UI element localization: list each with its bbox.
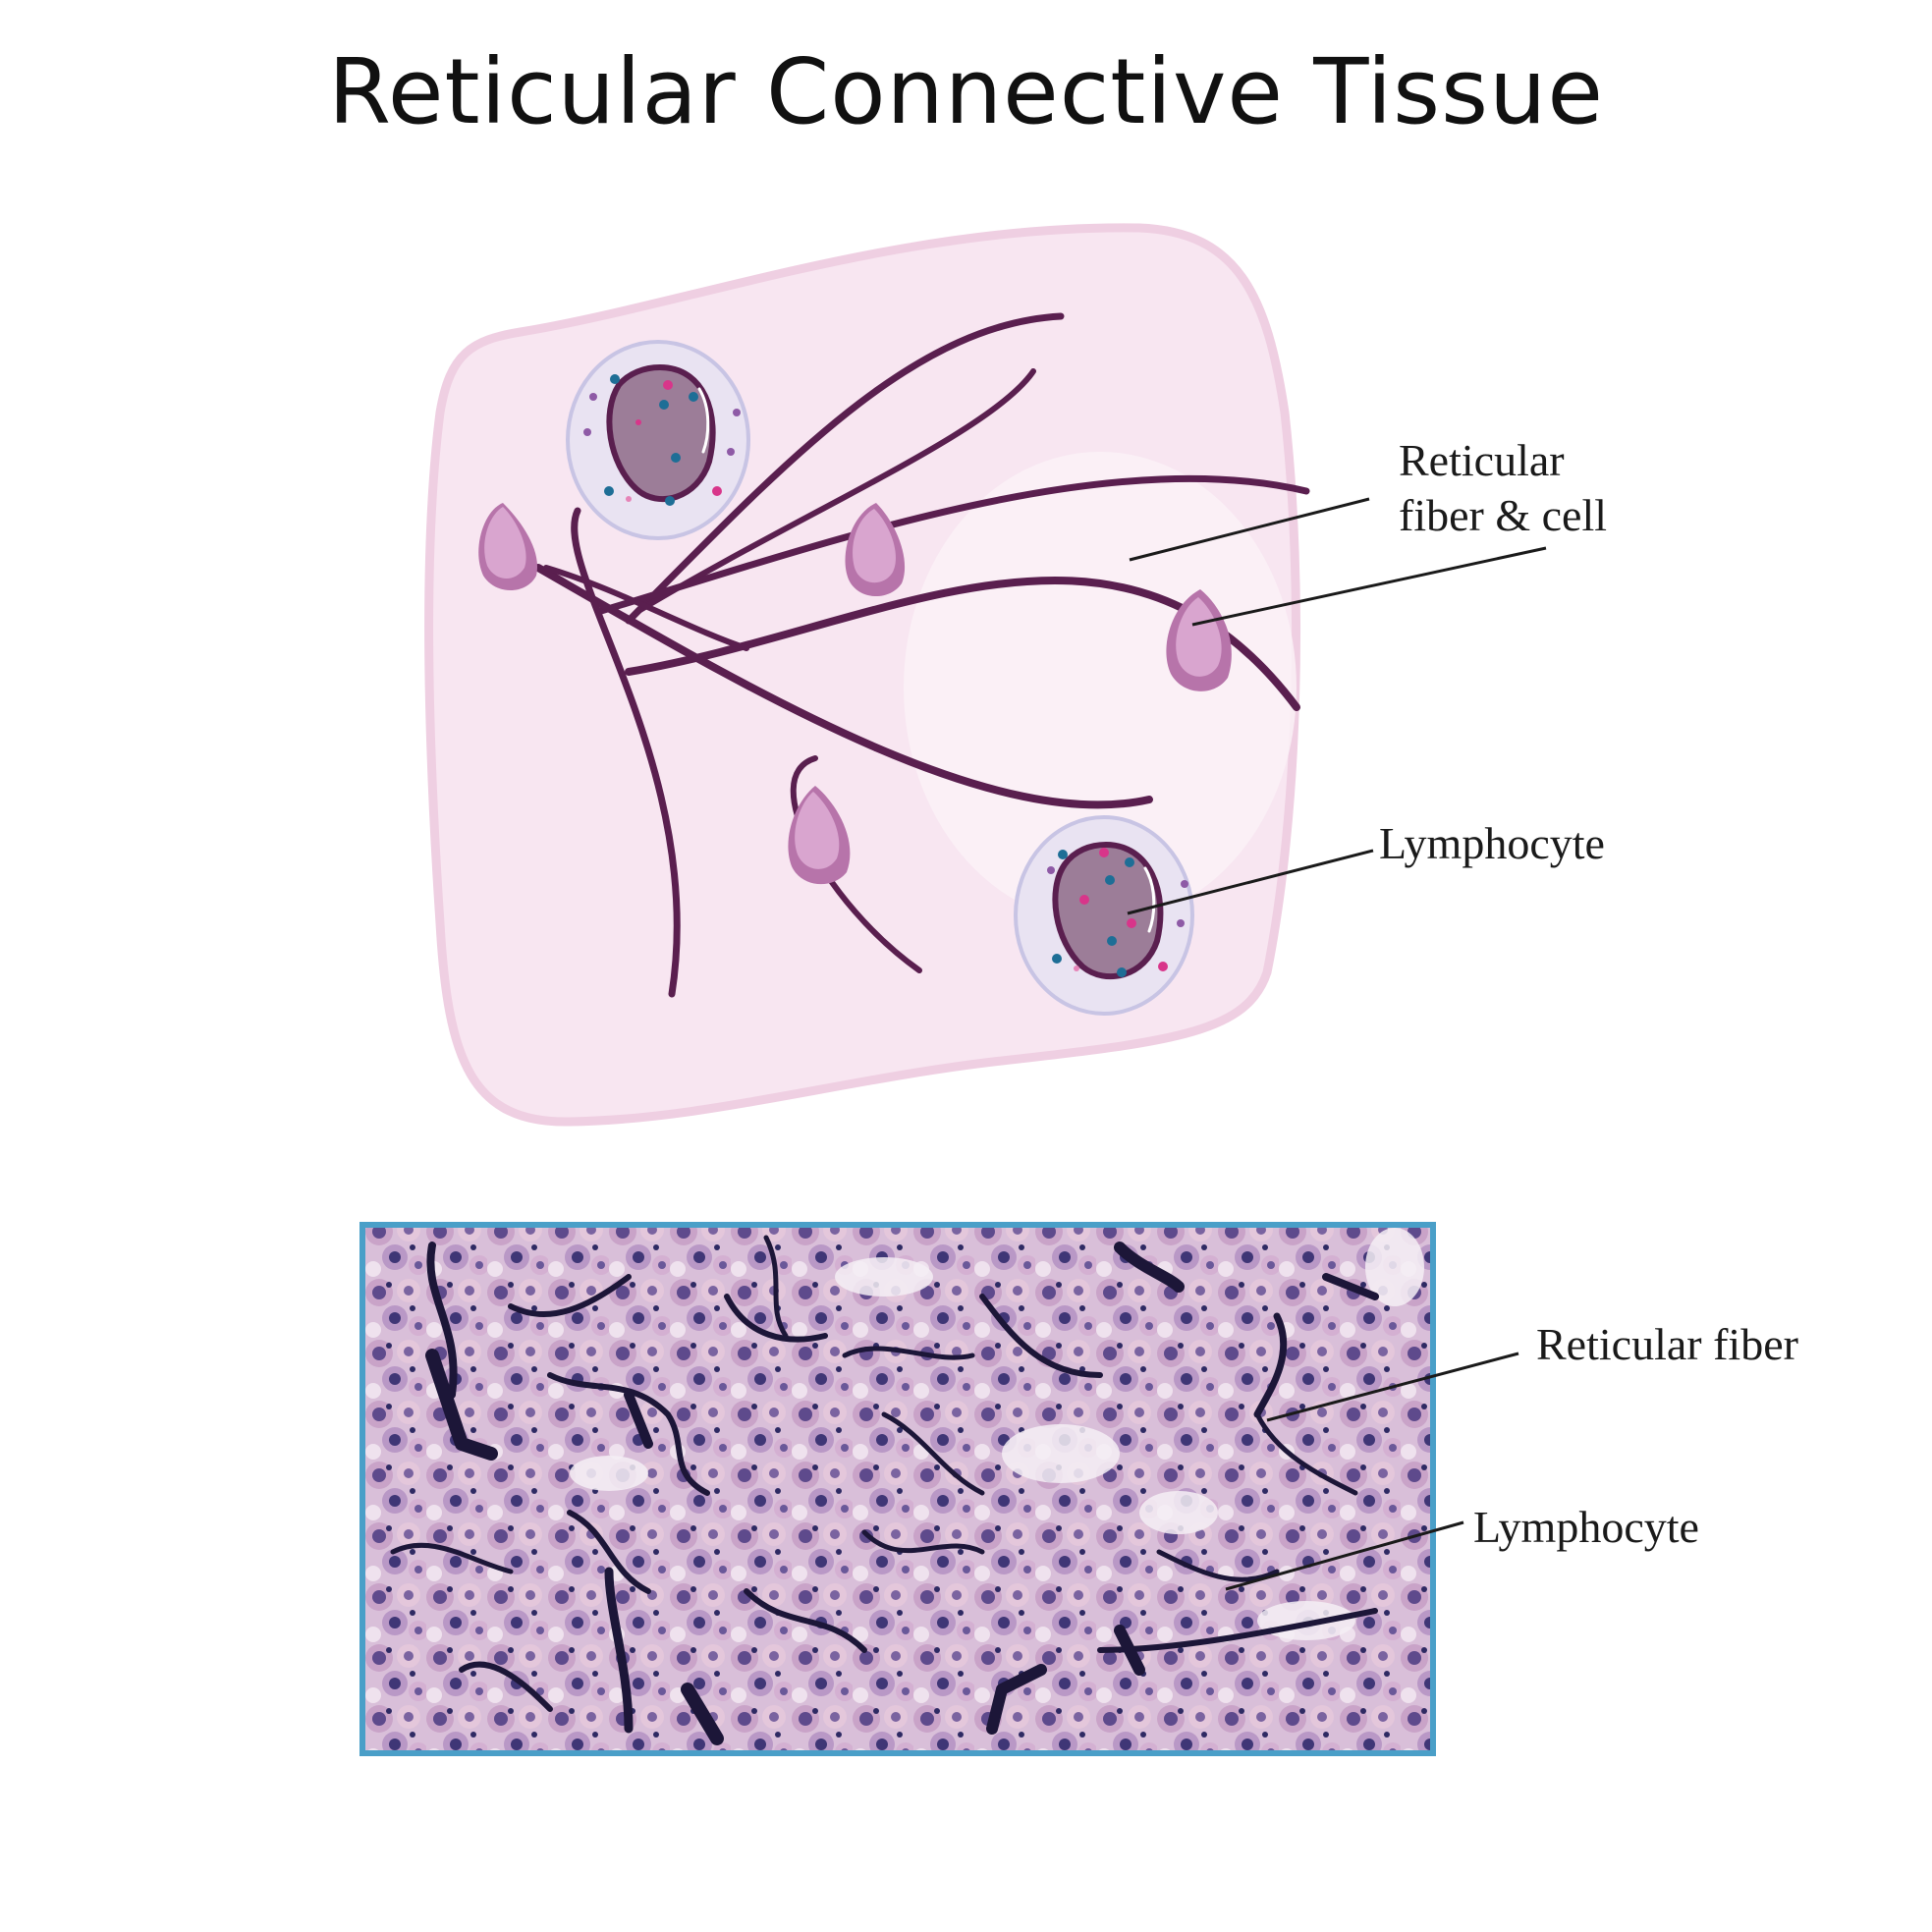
- reticular-fiber: [625, 312, 1065, 625]
- label-lymphocyte-diagram: Lymphocyte: [1379, 818, 1605, 868]
- reticular-cell: [845, 503, 906, 597]
- label-reticular-fiber: Reticular fiber: [1536, 1319, 1798, 1369]
- reticular-fiber: [597, 474, 1310, 615]
- matrix-highlight: [904, 452, 1297, 923]
- reticular-fiber: [543, 565, 749, 651]
- label-reticular-fiber-cell-line2: fiber & cell: [1399, 490, 1607, 540]
- leader-line-micro-lymphocyte: [1225, 1520, 1464, 1591]
- reticular-fiber: [635, 368, 1036, 614]
- label-reticular-fiber-cell: Reticular fiber & cell: [1399, 435, 1607, 540]
- label-lymphocyte-micrograph: Lymphocyte: [1473, 1502, 1699, 1552]
- micrograph-border: [359, 1222, 1436, 1756]
- label-reticular-fiber-cell-line1: Reticular: [1399, 435, 1565, 485]
- micrograph: Reticular fiber Lymphocyte: [359, 1222, 1798, 1756]
- reticular-cell: [1166, 589, 1232, 691]
- leader-line-micro-fiber: [1266, 1352, 1519, 1422]
- leader-line-lymphocyte: [1127, 849, 1374, 915]
- lymphocyte: [566, 340, 750, 540]
- figure-title: Reticular Connective Tissue: [328, 39, 1604, 144]
- reticular-cell: [478, 503, 538, 590]
- micrograph-image: [365, 1228, 1430, 1750]
- leader-line-fiber: [1129, 497, 1370, 562]
- reticular-cells: [478, 503, 1232, 885]
- micrograph-fibers: [390, 1235, 1379, 1745]
- reticular-cell: [788, 786, 851, 885]
- reticular-fiber: [571, 507, 681, 998]
- tissue-diagram: Reticular fiber & cell Lymphocyte: [424, 223, 1607, 1127]
- leader-line-cell: [1191, 546, 1547, 627]
- reticular-fiber: [534, 564, 1153, 809]
- lymphocyte: [1014, 815, 1194, 1016]
